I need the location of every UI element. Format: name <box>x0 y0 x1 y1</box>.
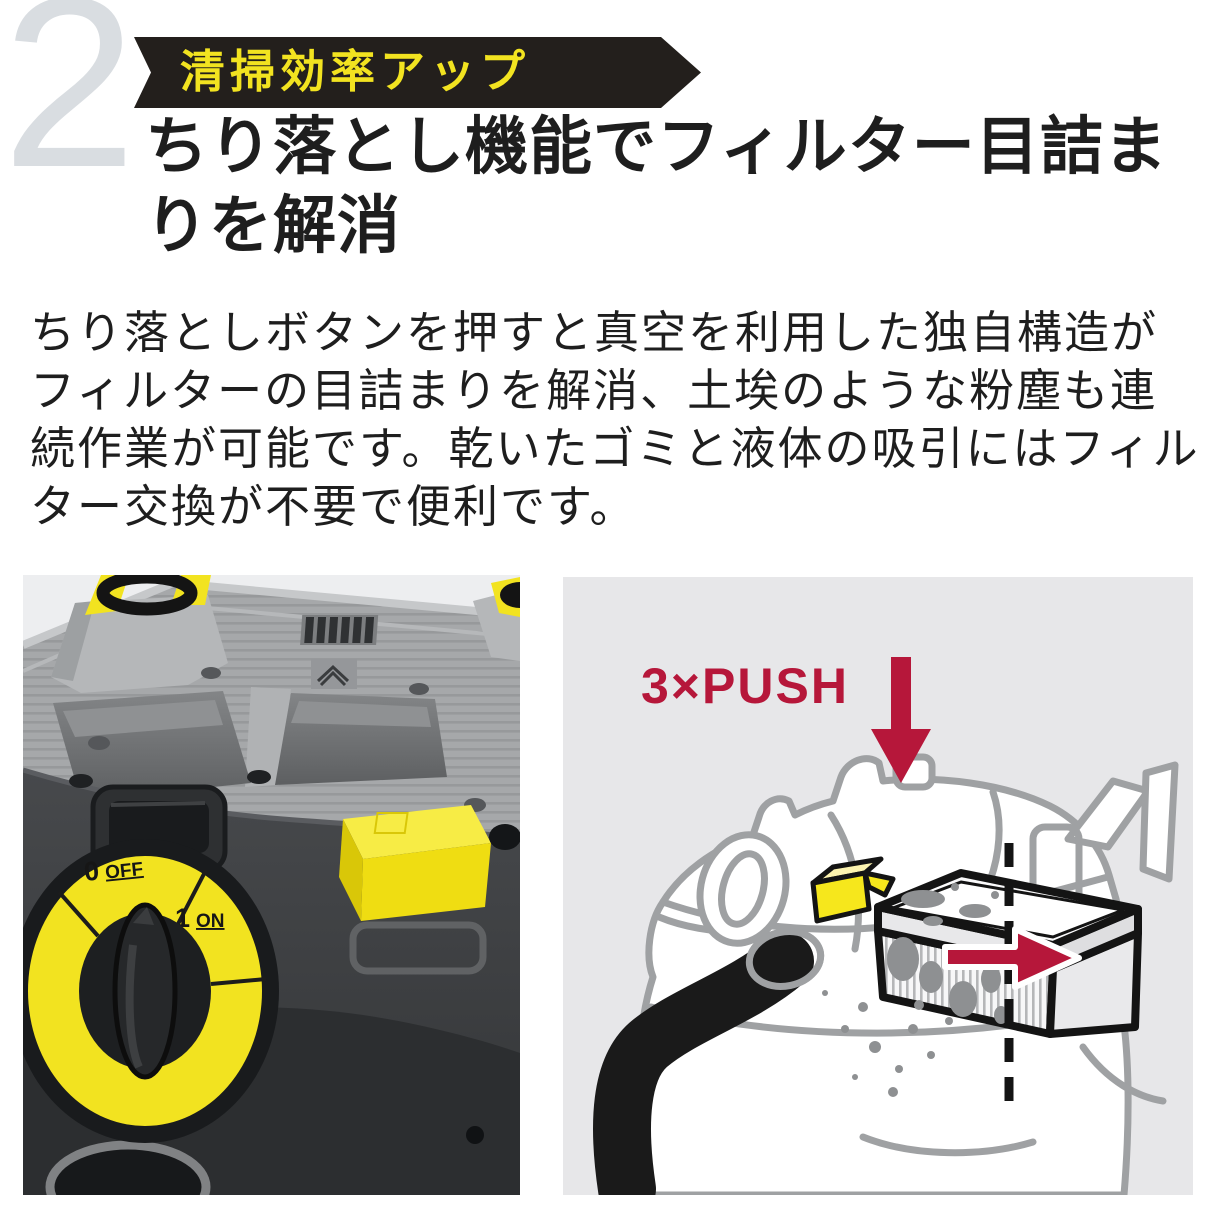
filter-emblem <box>311 659 357 689</box>
dial-ticks <box>57 869 267 986</box>
storage-compartments <box>53 687 447 801</box>
hose-socket-rim <box>745 928 825 990</box>
vent-grille <box>300 615 379 645</box>
feature-badge: 清掃効率アップ <box>134 37 701 108</box>
hose <box>593 932 814 1195</box>
filter-clean-button <box>339 805 520 975</box>
dust-removal-illustration: 3×PUSH <box>563 577 1193 1195</box>
dust-exit-arrow-icon <box>942 926 1082 990</box>
panel-hole <box>489 824 520 850</box>
push-down-arrow-icon <box>871 657 931 783</box>
dust-button-illustration <box>810 856 896 924</box>
dial-knob <box>112 902 178 1080</box>
hose-port <box>45 1140 211 1195</box>
feature-heading: ちり落とし機能でフィルター目詰ま りを解消 <box>145 112 1168 261</box>
push-instruction-label: 3×PUSH <box>641 658 849 714</box>
carry-handle-right <box>473 577 520 661</box>
feature-description: ちり落としボタンを押すと真空を利用した独自構造が フィルターの目詰まりを解消、土… <box>30 307 1200 532</box>
dust-removal-diagram: 3×PUSH <box>563 577 1193 1195</box>
dirt-particles <box>822 883 1008 1097</box>
feature-badge-label: 清掃効率アップ <box>180 46 531 97</box>
carry-handle-left <box>51 575 228 693</box>
small-hole <box>466 1126 484 1144</box>
step-number: 2 <box>2 0 137 218</box>
suction-port <box>696 831 790 947</box>
